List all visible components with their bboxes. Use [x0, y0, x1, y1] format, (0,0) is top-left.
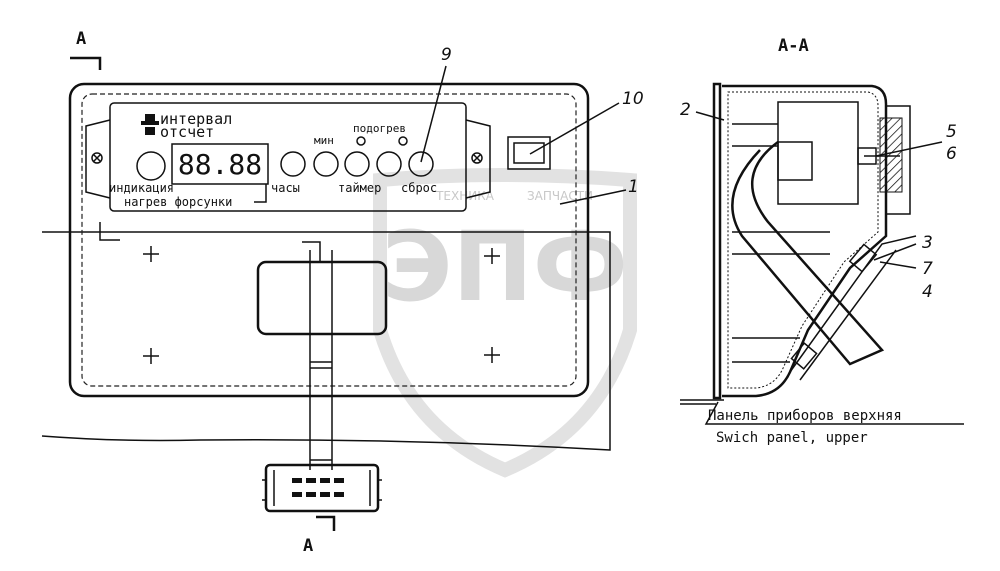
- section-mark-a-top: А: [76, 29, 86, 49]
- callout-4: 5: [946, 122, 957, 142]
- callout-6: 7: [922, 259, 933, 279]
- section-view: [680, 82, 917, 405]
- label-min: мин: [314, 134, 334, 147]
- led-icon-1: [356, 136, 366, 146]
- panel-housing: [68, 82, 590, 398]
- label-heating: нагрев форсунки: [124, 195, 232, 209]
- display-digits: 88.88: [178, 148, 262, 181]
- label-reset: сброс: [401, 181, 437, 195]
- timer-button[interactable]: [344, 151, 370, 177]
- dashboard-area: [41, 231, 611, 451]
- label-hours: часы: [271, 181, 300, 195]
- screw-icon-right: [471, 152, 483, 164]
- led-icon-2: [398, 136, 408, 146]
- indication-button[interactable]: [136, 151, 166, 181]
- callout-3: 3: [922, 233, 933, 253]
- harness-block: [256, 260, 388, 336]
- watermark-small-right: ЗАПЧАСТИ: [527, 189, 593, 203]
- watermark-text: ЭПФ: [382, 211, 628, 323]
- panel-text-countdown: отсчет: [160, 123, 214, 141]
- watermark: ЭПФ ТЕХНИКА ЗАПЧАСТИ: [373, 168, 637, 478]
- min-button[interactable]: [313, 151, 339, 177]
- face-plate: [85, 102, 491, 212]
- callout-1: 1: [628, 177, 639, 197]
- callout-7: 4: [922, 282, 933, 302]
- caption-en: Swich panel, upper: [716, 430, 868, 446]
- callout-9: 9: [441, 45, 452, 65]
- caption-ru: Панель приборов верхняя: [708, 408, 902, 424]
- reset-button[interactable]: [408, 151, 434, 177]
- mount-marks: [143, 246, 500, 364]
- section-mark-a-bottom: А: [303, 536, 313, 556]
- digital-display: [171, 143, 269, 185]
- callout-2: 2: [680, 100, 691, 120]
- screw-icon-left: [91, 152, 103, 164]
- label-indication: индикация: [109, 181, 174, 195]
- label-timer: таймер: [338, 181, 381, 195]
- panel-text-interval: интервал: [160, 110, 232, 128]
- callout-5: 6: [946, 144, 957, 164]
- preheat-button[interactable]: [376, 151, 402, 177]
- section-title-a-a: А-А: [778, 36, 809, 56]
- callout-10: 10: [622, 89, 644, 109]
- connector: [262, 463, 382, 513]
- label-preheat: подогрев: [353, 122, 406, 135]
- switch-10: [507, 136, 551, 170]
- hours-button[interactable]: [280, 151, 306, 177]
- watermark-small-left: ТЕХНИКА: [435, 189, 495, 203]
- indicator-symbol-icon: [141, 114, 159, 135]
